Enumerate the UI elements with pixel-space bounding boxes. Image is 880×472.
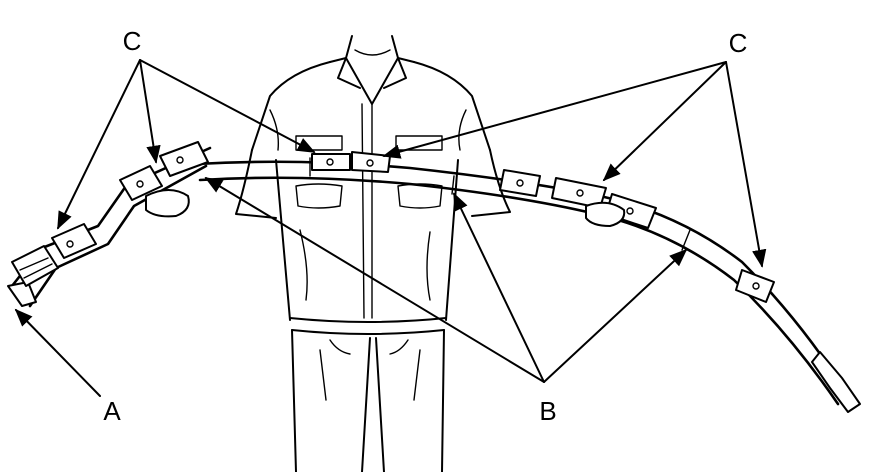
curtain-airbag (7, 141, 861, 413)
callout-a: A (103, 396, 121, 426)
hands (145, 189, 626, 227)
callout-b: B (539, 396, 556, 426)
technician-figure (235, 35, 511, 472)
callout-c-right: C (729, 28, 748, 58)
leader-lines (14, 59, 767, 397)
callout-c-left: C (123, 26, 142, 56)
